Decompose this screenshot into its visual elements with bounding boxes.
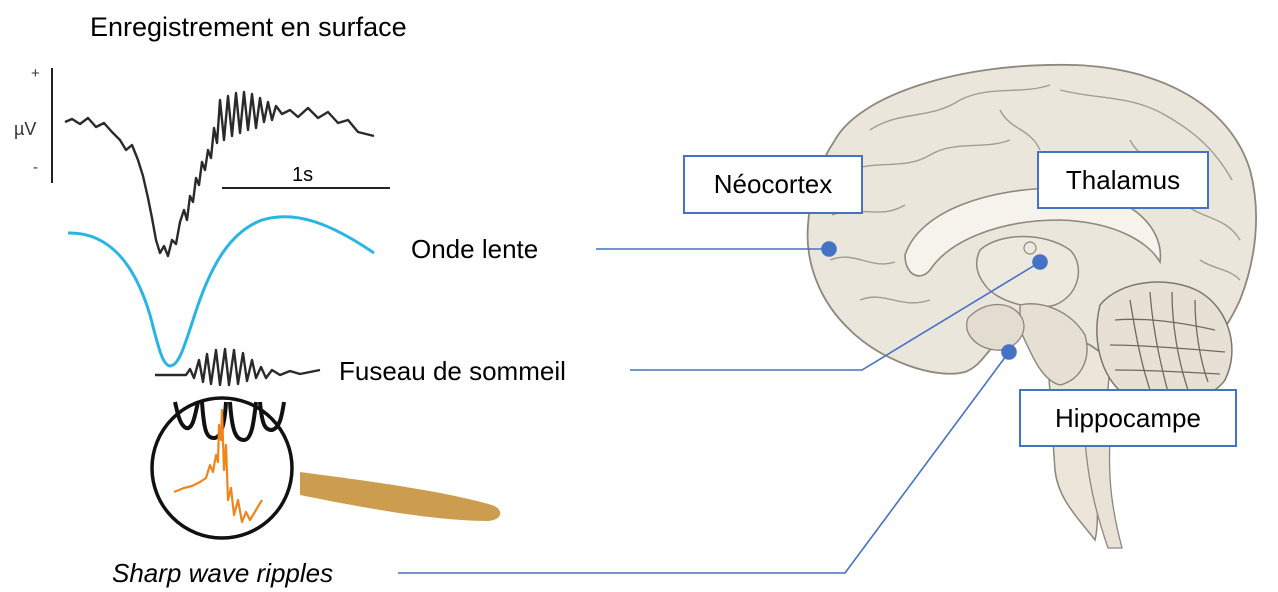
brain-illustration [808, 65, 1257, 548]
scale-bar-label: 1s [292, 165, 313, 185]
ripples-label: Sharp wave ripples [112, 560, 333, 586]
axis-minus-label: - [33, 160, 38, 175]
neocortex-label: Néocortex [714, 169, 833, 200]
eeg-trace [65, 92, 374, 256]
recording-traces [52, 68, 500, 538]
slow-wave-label: Onde lente [411, 236, 538, 262]
dot-neocortex [822, 242, 836, 256]
axis-plus-label: + [31, 66, 40, 81]
slow-wave-trace [68, 217, 374, 366]
dot-thalamus [1033, 255, 1047, 269]
figure-title: Enregistrement en surface [90, 14, 407, 41]
neocortex-box: Néocortex [683, 155, 863, 214]
hippocampus-label: Hippocampe [1055, 403, 1201, 434]
spindle-label: Fuseau de sommeil [339, 358, 566, 384]
hippocampus-box: Hippocampe [1019, 389, 1237, 447]
dot-hippocampus [1002, 345, 1016, 359]
axis-unit-label: µV [14, 120, 36, 138]
thalamus-label: Thalamus [1066, 165, 1180, 196]
probe [300, 472, 500, 521]
thalamus-box: Thalamus [1037, 151, 1209, 209]
